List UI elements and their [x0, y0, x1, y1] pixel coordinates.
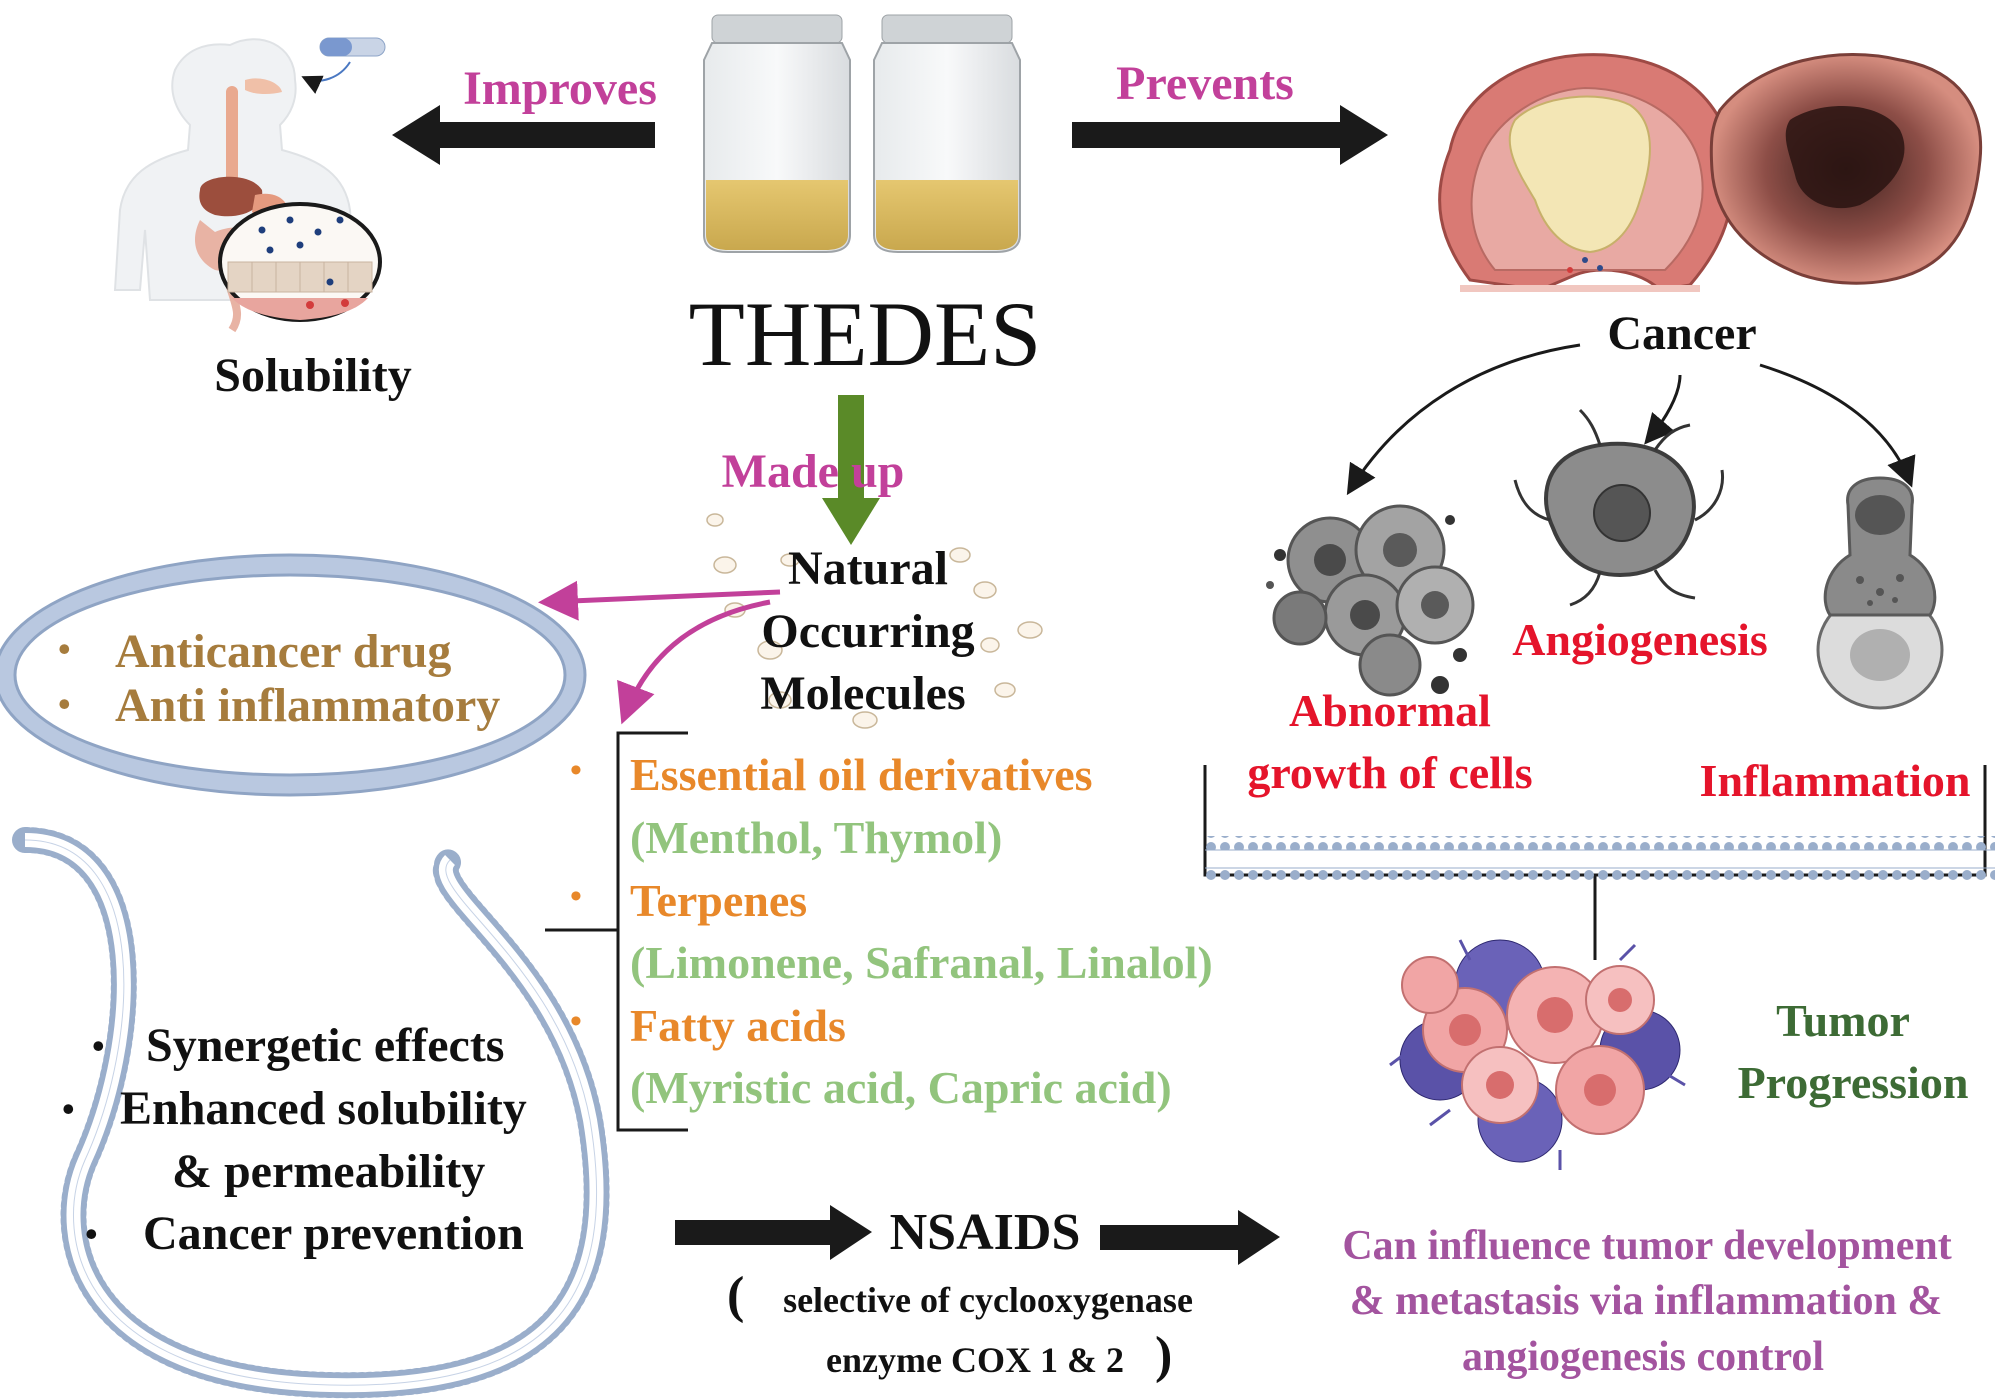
benefit-bullet: • [92, 1026, 105, 1066]
molecule-bubbles [706, 513, 1043, 729]
pill-icon [301, 37, 386, 94]
nsaids-title: NSAIDS [889, 1204, 1081, 1261]
tumor-cell-cluster-icon [1266, 504, 1475, 697]
inflammatory-cell-icon [1816, 476, 1944, 710]
tumor-mass-icon [1389, 939, 1686, 1170]
component-examples-essential-oil: (Menthol, Thymol) [630, 812, 1003, 863]
outcome-line-3: angiogenesis control [1461, 1334, 1825, 1380]
arrow-to-outcome [1100, 1210, 1280, 1265]
cancer-cell-icon [1513, 408, 1725, 607]
component-category-fatty-acids: Fatty acids [630, 1000, 846, 1051]
angiogenesis-label: Angiogenesis [1512, 614, 1768, 665]
nsaids-paren-open: ( [727, 1267, 745, 1324]
component-examples-terpenes: (Limonene, Safranal, Linalol) [630, 937, 1213, 988]
nsaids-desc-line-2: enzyme COX 1 & 2 [826, 1340, 1124, 1380]
tumor-cross-section-icon [1438, 53, 1735, 292]
prevents-label: Prevents [1116, 57, 1294, 110]
magenta-arrows [538, 580, 781, 725]
made-up-label: Made up [721, 445, 905, 498]
jar-icon [873, 14, 1021, 253]
natural-molecules-line-2: Occurring [761, 605, 975, 658]
made-up-arrow [822, 395, 880, 545]
arrow-to-cancer [1072, 105, 1388, 165]
component-bullet: • [570, 1003, 582, 1040]
nsaids-paren-close: ) [1155, 1327, 1173, 1384]
cancer-branch-arrows [1346, 343, 1916, 496]
component-bullet: • [570, 752, 582, 789]
component-category-terpenes: Terpenes [630, 875, 808, 926]
arrow-to-nsaids [675, 1205, 872, 1260]
benefit-solubility: Enhanced solubility [120, 1082, 527, 1135]
title: THEDES [688, 283, 1042, 385]
drug-item-anticancer: Anticancer drug [115, 625, 452, 678]
benefit-permeability: & permeability [172, 1145, 486, 1198]
benefit-bullet: • [85, 1214, 98, 1254]
outcome-line-2: & metastasis via inflammation & [1349, 1278, 1943, 1324]
solubility-label: Solubility [214, 349, 412, 402]
component-category-essential-oil: Essential oil derivatives [630, 749, 1093, 800]
component-examples-fatty-acids: (Myristic acid, Capric acid) [630, 1062, 1172, 1113]
benefit-bullet: • [62, 1089, 75, 1129]
drug-item-antiinflammatory: Anti inflammatory [115, 679, 501, 732]
benefit-cancer-prevention: Cancer prevention [143, 1207, 524, 1260]
cancer-label: Cancer [1607, 307, 1757, 360]
abnormal-label-line-1: Abnormal [1289, 685, 1491, 736]
nsaids-desc-line-1: selective of cyclooxygenase [783, 1280, 1193, 1320]
benefit-synergetic: Synergetic effects [146, 1019, 505, 1072]
intestine-cross-section-icon [218, 202, 382, 322]
natural-molecules-line-1: Natural [788, 542, 948, 595]
drug-bullet: • [58, 629, 71, 669]
inflammation-label: Inflammation [1699, 755, 1971, 806]
arrow-to-solubility [392, 105, 655, 165]
drug-bullet: • [58, 684, 71, 724]
tumor-cross-section-icon [1709, 52, 1983, 285]
lipid-bilayer-icon [1205, 836, 1995, 882]
tumor-progression-line-2: Progression [1737, 1057, 1969, 1108]
drug-ellipse [0, 553, 587, 797]
natural-molecules-line-3: Molecules [760, 667, 966, 720]
component-bullet: • [570, 878, 582, 915]
abnormal-label-line-2: growth of cells [1247, 747, 1533, 798]
lipid-bilayer-icon [12, 827, 610, 1399]
improves-label: Improves [463, 62, 657, 115]
outcome-line-1: Can influence tumor development [1342, 1223, 1952, 1269]
components-bracket [545, 731, 688, 1132]
tumor-progression-line-1: Tumor [1776, 995, 1910, 1046]
jar-icon [703, 14, 851, 253]
